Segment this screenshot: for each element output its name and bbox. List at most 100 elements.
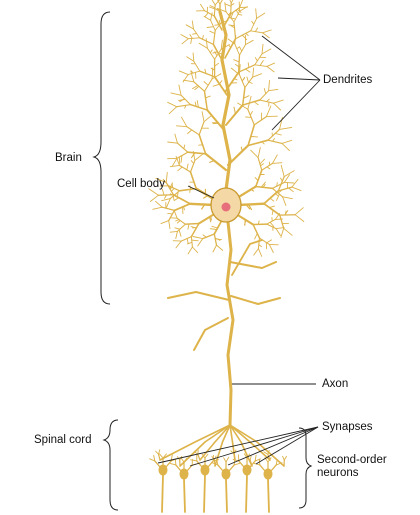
neurite-segment (295, 215, 304, 222)
neurite-segment (253, 68, 254, 77)
neurite-segment (186, 25, 193, 29)
neurite-segment (188, 71, 200, 75)
neurite-segment (183, 80, 193, 82)
neurite-trunk (232, 240, 262, 275)
neurite-segment (255, 54, 262, 65)
neurite-segment (266, 106, 271, 117)
neurite-segment (172, 158, 177, 166)
neurite-segment (241, 147, 242, 151)
neurite-segment (254, 117, 266, 125)
neurite-segment (217, 245, 223, 250)
neurite-segment (225, 4, 231, 7)
neurite-segment (182, 39, 188, 44)
neurite-segment (205, 454, 208, 458)
neurite-segment (214, 5, 215, 16)
neurite-segment (229, 465, 234, 471)
neurite-segment (260, 91, 269, 100)
neurite-segment (256, 187, 273, 189)
brain-label: Brain (55, 152, 82, 165)
neurite-segment (250, 112, 252, 116)
neurite-segment (211, 216, 212, 220)
neurite-segment (273, 163, 282, 164)
neurite-segment (245, 69, 250, 72)
neurite-segment (171, 464, 176, 465)
neurite-segment (215, 25, 219, 26)
neurite-segment (181, 458, 184, 462)
neurite-segment (168, 102, 177, 106)
neurite-segment (295, 208, 303, 215)
neurite-segment (185, 224, 199, 225)
neurite-segment (159, 195, 174, 196)
neurite-segment (188, 130, 192, 134)
neurite-segment (263, 30, 272, 33)
neurite-segment (213, 84, 220, 86)
neurite-segment (248, 125, 254, 146)
neurite-segment (275, 194, 278, 196)
neurite-segment (283, 197, 293, 199)
neurite-segment (193, 237, 203, 239)
neurite-segment (214, 234, 216, 245)
neurite-segment (161, 221, 169, 224)
neurite-segment (251, 189, 254, 191)
neurite-segment (210, 50, 212, 53)
neurite-segment (198, 454, 200, 460)
neurite-segment (271, 465, 276, 471)
neurite-segment (187, 164, 188, 170)
neurite-segment (192, 247, 197, 253)
neurite-segment (155, 461, 160, 467)
neurite-segment (187, 57, 194, 62)
neurite-segment (176, 231, 178, 238)
neurite-segment (231, 3, 232, 14)
neurite-segment (281, 228, 284, 237)
neurite-segment (235, 44, 240, 55)
neurite-segment (179, 85, 181, 95)
neurite-segment (268, 479, 269, 512)
neurite-segment (191, 224, 199, 237)
neurite-segment (276, 228, 284, 229)
neurite-segment (255, 28, 257, 32)
neurite-segment (174, 198, 178, 201)
neurite-segment (210, 229, 217, 230)
neurite-segment (254, 249, 259, 256)
neurite-segment (260, 159, 265, 164)
neurite-segment (176, 220, 179, 221)
neurite-segment (184, 479, 185, 512)
neurite-segment (169, 107, 177, 114)
synapses-label: Synapses (322, 421, 373, 434)
neurite-segment (211, 0, 216, 5)
neurite-segment (167, 199, 171, 208)
neurite-segment (257, 13, 265, 18)
neurite-segment (207, 48, 214, 59)
neurite-segment (175, 228, 180, 229)
neurite-segment (166, 172, 167, 182)
neurite-segment (213, 52, 218, 53)
neurite-segment (240, 47, 242, 51)
neurite-segment (243, 88, 245, 106)
neurite-segment (269, 206, 274, 208)
neurite-segment (281, 178, 283, 181)
neurite-trunk (227, 222, 233, 425)
neurite-segment (256, 170, 262, 186)
neurite-segment (260, 61, 263, 66)
neurite-segment (229, 45, 231, 48)
neurite-segment (181, 156, 182, 163)
neurite-segment (272, 210, 273, 214)
neurite-segment (194, 61, 200, 71)
neurite-segment (283, 197, 286, 206)
neurite-segment (282, 140, 292, 143)
neurite-segment (262, 49, 271, 54)
neurite-segment (250, 456, 251, 460)
neurite-segment (162, 207, 174, 210)
neurite-segment (150, 195, 158, 201)
neurite-segment (208, 461, 213, 467)
neurite-segment (267, 99, 270, 102)
neurite-segment (246, 475, 247, 512)
neurite-segment (237, 187, 256, 199)
neurite-segment (156, 451, 159, 454)
neurite-segment (170, 231, 177, 232)
neurite-segment (170, 165, 179, 166)
neurite-segment (206, 39, 207, 49)
neurite-segment (248, 140, 268, 145)
neurite-segment (168, 142, 178, 143)
